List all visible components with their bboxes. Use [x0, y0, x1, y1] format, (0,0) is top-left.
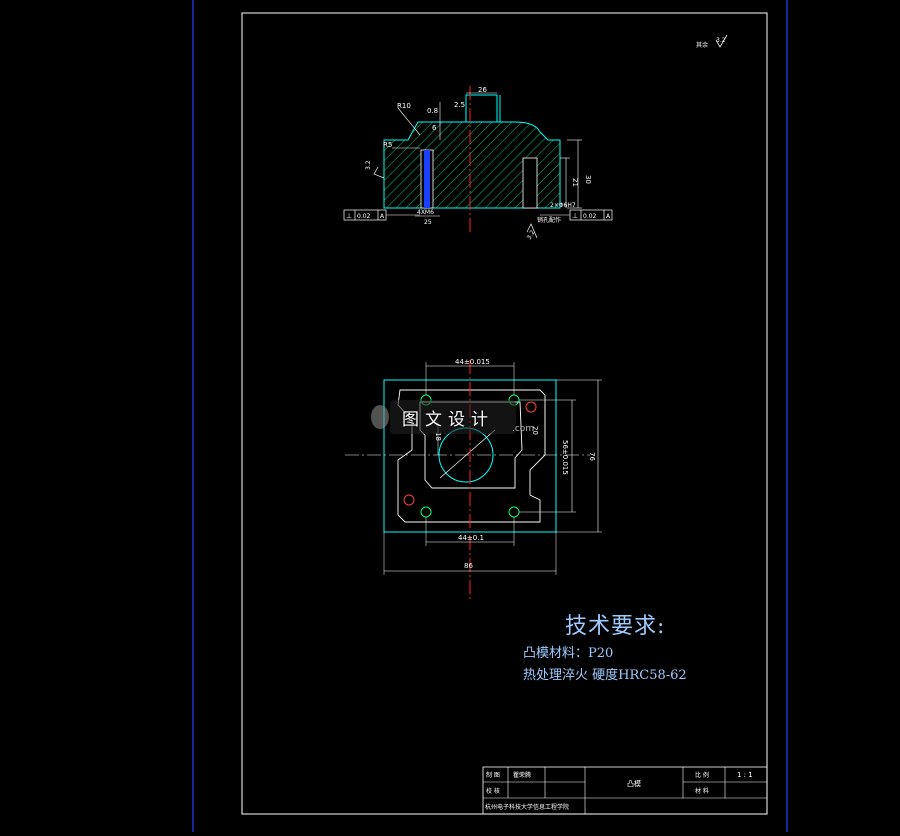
dim-0-8: 0.8	[427, 107, 438, 115]
holes-note: 2×Φ6H7	[550, 202, 576, 209]
title-scale-value: 1 : 1	[737, 771, 753, 779]
plan-pin-right	[525, 401, 537, 413]
dim-76: 76	[588, 452, 596, 461]
watermark-suffix: .com	[512, 424, 535, 434]
pin-hole	[522, 157, 538, 209]
roughness-general-label: 其余	[696, 41, 708, 49]
section-view	[343, 86, 613, 239]
dim-21: 21	[571, 178, 579, 187]
title-drawer: 瞿荣腾	[513, 771, 531, 779]
roughness-bottom: 3.2	[526, 229, 537, 241]
dim-30: 30	[584, 175, 592, 184]
dim-86: 86	[464, 562, 473, 570]
tolerance-left-value: 0.02	[357, 213, 371, 220]
tech-requirements-heat-treatment: 热处理淬火 硬度HRC58-62	[523, 668, 687, 683]
watermark-logo	[371, 400, 516, 434]
plan-hole-br	[508, 506, 520, 518]
title-school: 杭州电子科技大学信息工程学院	[485, 803, 569, 811]
dim-26: 26	[478, 86, 487, 94]
plan-view	[345, 360, 602, 600]
plan-hole-bl	[420, 506, 432, 518]
roughness-general-value: 3.2	[716, 37, 726, 44]
dim-44-bottom: 44±0.1	[458, 534, 484, 542]
tolerance-left-datum: A	[380, 213, 385, 220]
tech-requirements-material: 凸模材料：P20	[523, 646, 614, 661]
title-part-name: 凸模	[627, 779, 641, 788]
pin-hole-note: 销孔配作	[537, 216, 561, 224]
plan-pin-left	[403, 494, 415, 506]
dim-r5: R5	[383, 141, 392, 149]
tolerance-right-symbol: ⊥	[572, 212, 578, 220]
dim-56: 56±0.015	[561, 440, 569, 475]
dim-44-top: 44±0.015	[455, 358, 490, 366]
tolerance-left-symbol: ⊥	[346, 212, 352, 220]
thread-note: 4XM6	[417, 209, 434, 216]
dim-18: 18	[434, 432, 442, 441]
watermark-text: 图文设计	[402, 410, 494, 430]
title-label-scale: 比 例	[695, 771, 709, 779]
title-label-check: 校 核	[486, 787, 500, 795]
dim-2-5: 2.5	[454, 101, 465, 109]
tech-requirements-title: 技术要求:	[565, 614, 666, 639]
title-label-material: 材 料	[695, 787, 709, 795]
dim-r10: R10	[397, 102, 411, 110]
title-block	[482, 766, 768, 815]
dim-20: 20	[531, 426, 539, 435]
depth-note: 25	[424, 219, 432, 226]
roughness-symbol-general	[715, 34, 728, 48]
tolerance-right-datum: A	[606, 213, 611, 220]
title-label-draw: 制 图	[486, 771, 500, 779]
roughness-left: 3.2	[365, 160, 372, 170]
tolerance-right-value: 0.02	[583, 213, 597, 220]
dim-6: 6	[432, 124, 437, 132]
